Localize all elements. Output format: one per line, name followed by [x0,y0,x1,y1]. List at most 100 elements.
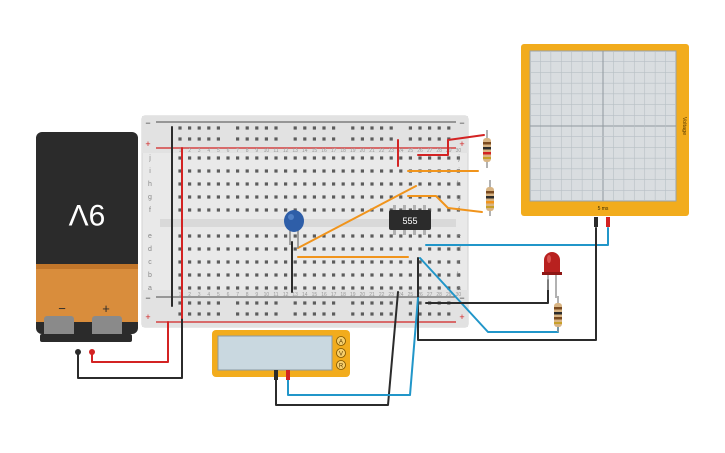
column-number: 5 [217,148,220,154]
column-number: 3 [198,148,201,154]
column-number: 30 [456,148,462,154]
column-number: 13 [292,292,298,298]
column-number: 26 [417,148,423,154]
wire-orange-2[interactable] [297,185,417,249]
ic-555[interactable]: 555 [389,205,431,235]
breadboard[interactable]: 1122334455667788991010111112121313141415… [141,115,469,328]
column-number: 22 [379,292,385,298]
row-letter-a-right: a [457,285,461,292]
rail-minus-right-bottom: − [459,293,464,303]
column-number: 25 [408,148,414,154]
row-letter-h-right: h [457,181,461,188]
column-number: 1 [179,148,182,154]
wire-orange-4[interactable] [407,195,483,213]
ic-label: 555 [402,216,417,226]
column-number: 14 [302,292,308,298]
rail-plus-left-bottom: + [145,312,150,322]
wire-battery-negative[interactable] [77,297,183,379]
column-number: 5 [217,292,220,298]
multimeter-mode-r-label: R [339,364,344,370]
oscilloscope-grid [530,51,676,201]
column-number: 24 [398,148,404,154]
column-number: 17 [331,148,337,154]
column-number: 21 [369,292,375,298]
wire-top-resistor-red[interactable] [417,134,485,156]
column-number: 10 [264,292,270,298]
column-number: 17 [331,292,337,298]
row-letter-g-right: g [457,194,461,201]
column-number: 9 [255,148,258,154]
capacitor[interactable] [284,210,304,248]
oscilloscope-probe-positive[interactable] [606,217,610,227]
column-number: 7 [236,292,239,298]
battery-label: 9V [69,198,106,231]
column-number: 14 [302,148,308,154]
wire-battery-positive[interactable] [91,321,169,363]
column-number: 29 [446,292,452,298]
row-letter-b: b [148,272,152,279]
multimeter-mode-v-label: V [339,352,343,358]
column-number: 24 [398,292,404,298]
column-number: 19 [350,148,356,154]
wire-multimeter-black[interactable] [275,291,399,406]
rail-minus-left-top: − [145,118,150,128]
row-letter-f: f [149,207,151,214]
multimeter-probe-red[interactable] [286,370,290,380]
column-number: 4 [207,292,210,298]
column-number: 18 [340,148,346,154]
column-number: 19 [350,292,356,298]
row-letter-d: d [148,246,152,253]
column-number: 28 [436,292,442,298]
multimeter-mode-v[interactable] [336,348,346,358]
column-number: 9 [255,292,258,298]
column-number: 1 [179,292,182,298]
oscilloscope[interactable]: Voltage 5 ms [521,44,689,227]
row-letter-c: c [148,259,152,266]
column-number: 4 [207,148,210,154]
column-number: 16 [321,292,327,298]
resistor-led[interactable] [554,296,562,332]
rail-minus-right-top: − [459,118,464,128]
breadboard-holes [178,126,460,316]
row-letter-g: g [148,194,152,201]
column-number: 11 [273,148,278,154]
column-number: 30 [456,292,462,298]
row-letter-i: i [149,168,151,175]
column-number: 8 [246,148,249,154]
column-number: 21 [369,148,375,154]
column-number: 18 [340,292,346,298]
column-number: 12 [283,148,289,154]
wire-multimeter-blue[interactable] [287,297,419,396]
column-number: 28 [436,148,442,154]
multimeter-mode-r[interactable] [336,360,346,370]
battery-9v[interactable]: 9V − + [36,132,138,355]
rail-plus-right-bottom: + [459,312,464,322]
row-letter-b-right: b [457,272,461,279]
row-letter-h: h [148,181,152,188]
oscilloscope-time-label: 5 ms [598,206,609,212]
column-number: 23 [388,292,394,298]
multimeter-mode-a[interactable] [336,336,346,346]
rail-plus-left-top: + [145,139,150,149]
led-red[interactable] [542,252,562,298]
resistor-top[interactable] [483,130,491,168]
column-number: 8 [246,292,249,298]
column-number: 20 [360,148,366,154]
rail-minus-left-bottom: − [145,293,150,303]
oscilloscope-probe-negative[interactable] [594,217,598,227]
row-letter-a: a [148,285,152,292]
multimeter-mode-a-label: A [339,340,343,346]
column-number: 25 [408,292,414,298]
column-number: 16 [321,148,327,154]
wire-blue-scope[interactable] [425,227,609,246]
column-number: 15 [312,148,318,154]
column-number: 7 [236,148,239,154]
column-number: 2 [188,148,191,154]
column-number: 26 [417,292,423,298]
multimeter-probe-black[interactable] [274,370,278,380]
rail-plus-right-top: + [459,139,464,149]
resistor-middle[interactable] [486,180,494,216]
multimeter[interactable]: A V R [212,330,350,380]
column-number: 15 [312,292,318,298]
